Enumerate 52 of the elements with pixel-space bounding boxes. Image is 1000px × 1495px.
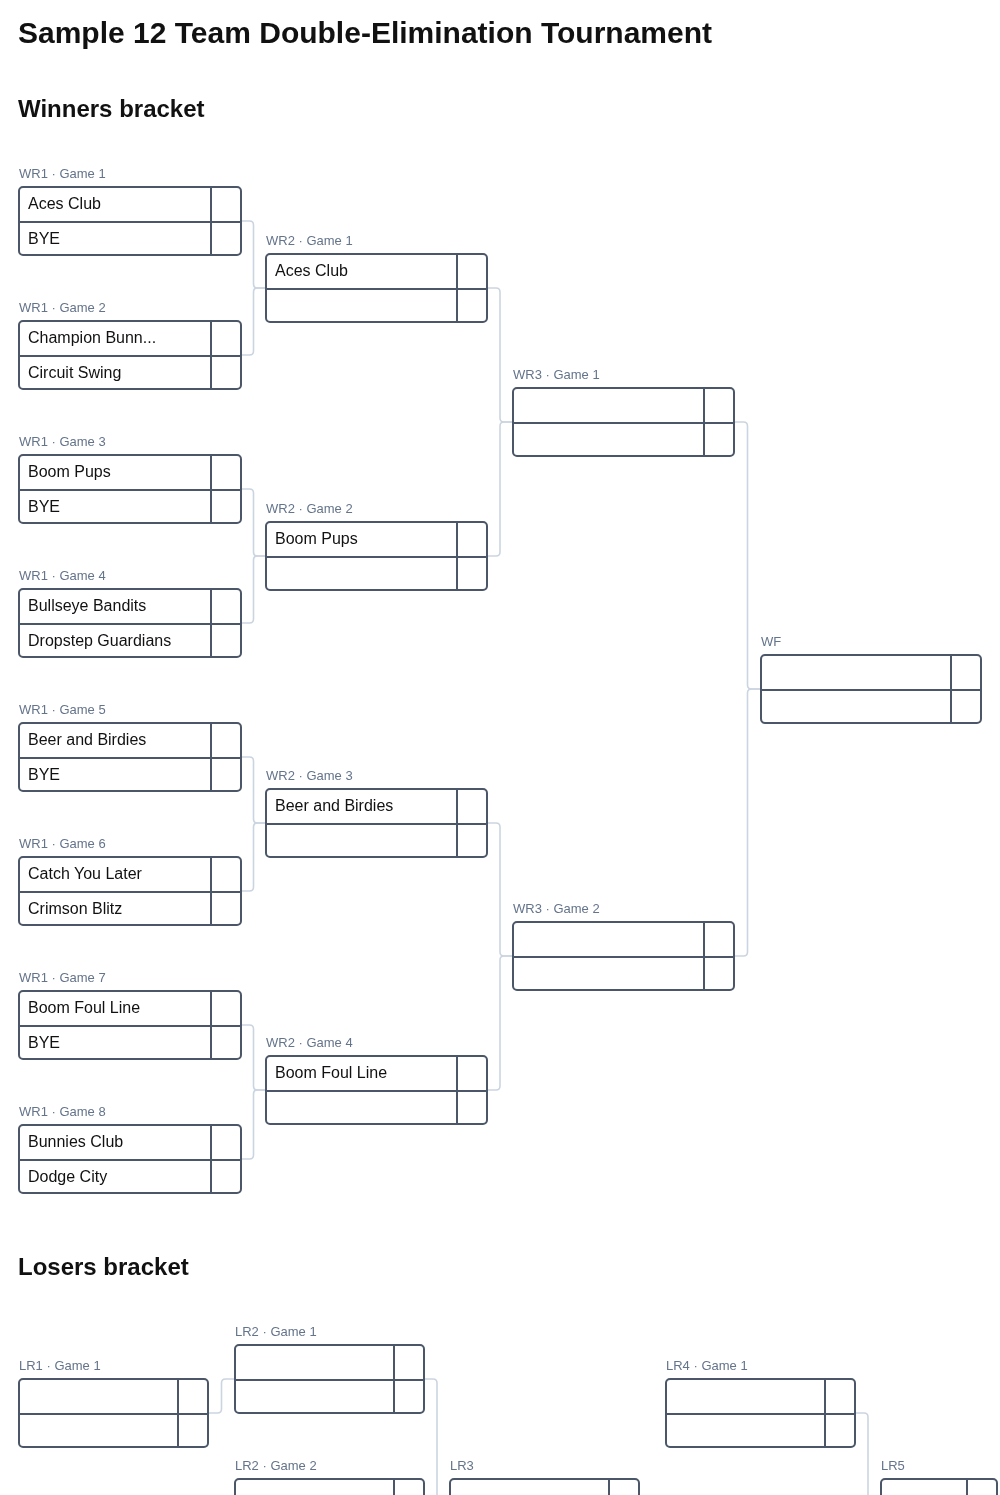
match-label: WR1 · Game 6 (19, 836, 106, 851)
bracket-line (241, 287, 266, 356)
match-label: LR4 · Game 1 (666, 1358, 748, 1373)
match-label: WR2 · Game 4 (266, 1035, 353, 1050)
team-name: BYE (28, 766, 60, 784)
team-name: Catch You Later (28, 865, 142, 883)
team-name: BYE (28, 1034, 60, 1052)
bracket-line (487, 955, 513, 1091)
match-label: WR2 · Game 3 (266, 768, 353, 783)
match-label: WR2 · Game 2 (266, 501, 353, 516)
match-label: WR1 · Game 7 (19, 970, 106, 985)
match-label: WR1 · Game 2 (19, 300, 106, 315)
team-name: Beer and Birdies (275, 797, 394, 815)
bracket-line (241, 822, 266, 892)
team-name: Boom Foul Line (275, 1064, 388, 1082)
team-name: BYE (28, 498, 60, 516)
bracket-line (487, 421, 513, 557)
match-label: WR1 · Game 5 (19, 702, 106, 717)
match-label: WR3 · Game 2 (513, 901, 600, 916)
match-label: LR5 (881, 1458, 905, 1473)
team-name: Aces Club (28, 195, 101, 213)
match-label: WR3 · Game 1 (513, 367, 600, 382)
bracket-line (241, 1089, 266, 1160)
team-name: Aces Club (275, 262, 348, 280)
match-label: WF (761, 634, 782, 649)
match-label: WR1 · Game 8 (19, 1104, 106, 1119)
match-label: LR1 · Game 1 (19, 1358, 101, 1373)
match-label: LR2 · Game 2 (235, 1458, 317, 1473)
team-name: Bullseye Bandits (28, 597, 147, 615)
team-name: Dropstep Guardians (28, 632, 172, 650)
team-name: Boom Foul Line (28, 999, 141, 1017)
team-name: Champion Bunn... (28, 329, 157, 347)
team-name: Crimson Blitz (28, 900, 123, 918)
section-heading: Winners bracket (18, 95, 205, 123)
bracket-line (734, 688, 761, 957)
team-name: BYE (28, 230, 60, 248)
team-name: Beer and Birdies (28, 731, 147, 749)
match-label: LR3 (450, 1458, 474, 1473)
team-name: Dodge City (28, 1168, 108, 1186)
section-heading: Losers bracket (18, 1253, 189, 1281)
match-label: WR1 · Game 3 (19, 434, 106, 449)
team-name: Circuit Swing (28, 364, 122, 382)
bracket-line (241, 555, 266, 624)
page-title: Sample 12 Team Double-Elimination Tournament (18, 16, 712, 50)
team-name: Boom Pups (275, 530, 358, 548)
team-name: Boom Pups (28, 463, 111, 481)
match-label: WR1 · Game 4 (19, 568, 106, 583)
match-label: LR2 · Game 1 (235, 1324, 317, 1339)
team-name: Bunnies Club (28, 1133, 124, 1151)
bracket-line (208, 1378, 235, 1414)
match-label: WR2 · Game 1 (266, 233, 353, 248)
match-label: WR1 · Game 1 (19, 166, 106, 181)
